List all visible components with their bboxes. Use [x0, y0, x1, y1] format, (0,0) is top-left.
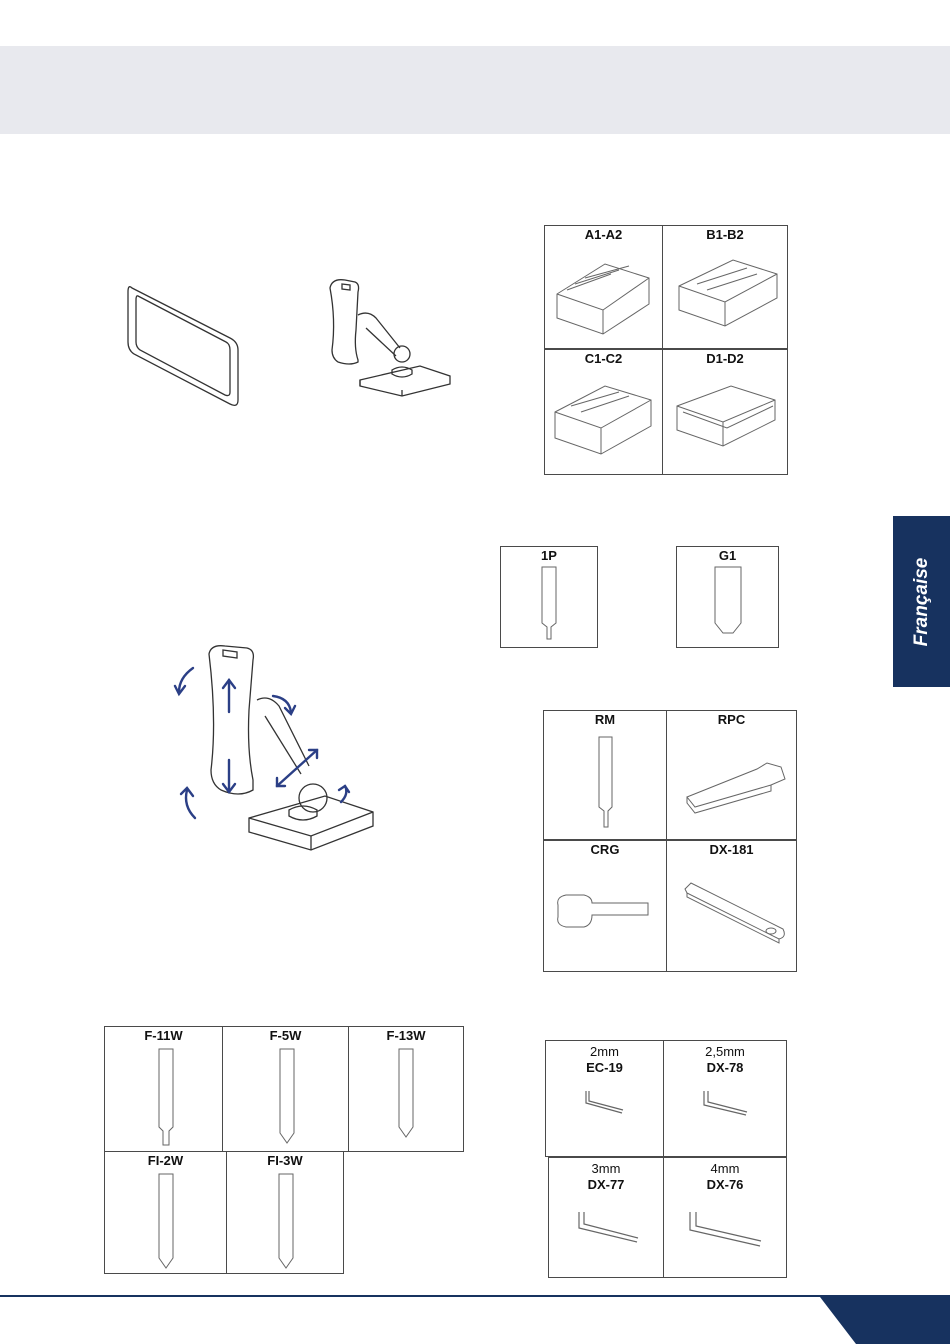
- tablet-and-stand-illustration: [120, 270, 460, 415]
- language-label: Française: [911, 557, 933, 646]
- header-band: [0, 46, 950, 134]
- tracer-cell-1p: 1P: [500, 546, 598, 648]
- hex-key-cell-dx-78: 2,5mm DX-78: [663, 1040, 787, 1157]
- jaw-cell-a1-a2: A1-A2: [544, 225, 663, 349]
- cutter-cell-f-5w: F-5W: [222, 1026, 349, 1152]
- cutter-cell-fi-2w: FI-2W: [104, 1151, 227, 1274]
- cutter-cell-f-11w: F-11W: [104, 1026, 223, 1152]
- tracer-cell-g1: G1: [676, 546, 779, 648]
- hex-key-cell-ec-19: 2mm EC-19: [545, 1040, 664, 1157]
- hex-keys-grid: 2mm EC-19 2,5mm DX-78 3mm DX-77 4mm DX-7…: [545, 1040, 787, 1278]
- jaw-cell-b1-b2: B1-B2: [662, 225, 788, 349]
- tool-cell-dx-181: DX-181: [666, 840, 797, 972]
- tools-grid: RM RPC CRG DX-181: [543, 710, 797, 972]
- tool-cell-rpc: RPC: [666, 710, 797, 840]
- footer-rule: [0, 1295, 950, 1297]
- jaw-cell-c1-c2: C1-C2: [544, 349, 663, 475]
- jaws-grid: A1-A2 B1-B2 C1-C2 D1-D2: [544, 225, 788, 475]
- adjustable-holder-illustration: [165, 640, 385, 860]
- cutter-cell-f-13w: F-13W: [348, 1026, 464, 1152]
- language-side-tab: Française: [893, 516, 950, 687]
- tool-cell-crg: CRG: [543, 840, 667, 972]
- tool-cell-rm: RM: [543, 710, 667, 840]
- hex-key-cell-dx-77: 3mm DX-77: [548, 1157, 664, 1278]
- cutters-grid: F-11W F-5W F-13W FI-2W FI-3W: [104, 1026, 464, 1274]
- cutter-cell-fi-3w: FI-3W: [226, 1151, 344, 1274]
- hex-key-cell-dx-76: 4mm DX-76: [663, 1157, 787, 1278]
- jaw-cell-d1-d2: D1-D2: [662, 349, 788, 475]
